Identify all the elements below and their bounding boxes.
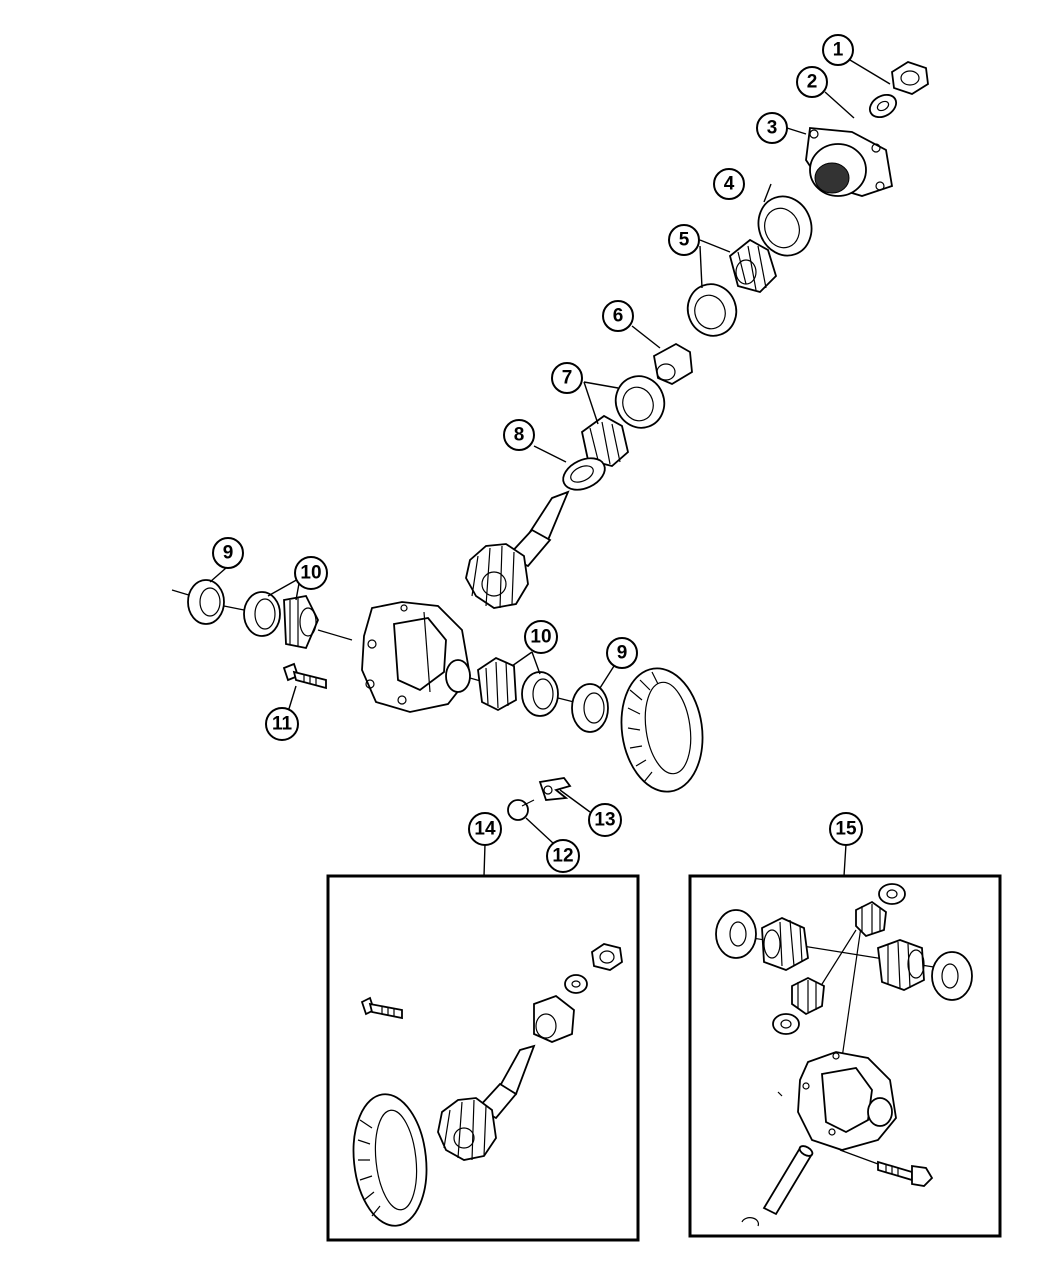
differential-case [361,601,471,713]
side-gear-washer-right [931,951,973,1001]
callout-14: 14 [468,812,502,846]
svg-text:2: 2 [807,72,818,93]
callout-9-right: 9 [606,637,638,669]
callout-8: 8 [503,419,535,451]
callout-6: 6 [602,300,634,332]
svg-text:10: 10 [530,627,551,648]
callout-3: 3 [756,112,788,144]
thrust-washer-bottom [772,1013,800,1035]
inset-differential-case-kit [688,874,1002,1238]
kit-bolt-15 [877,1160,934,1187]
svg-text:4: 4 [724,174,735,195]
callout-10-right: 10 [524,620,558,654]
callout-4: 4 [713,168,745,200]
thrust-washer-top [878,883,906,905]
side-gear-washer-left [715,909,757,959]
svg-text:7: 7 [562,368,573,389]
callout-2: 2 [796,66,828,98]
inset-ring-and-pinion-kit [326,874,640,1242]
pinion-mate-top [855,900,887,938]
svg-text:14: 14 [474,819,496,840]
pinion-shim [562,457,606,491]
left-adjuster [187,579,225,625]
pinion-seal [757,195,813,257]
svg-text:6: 6 [613,306,624,327]
kit-ring-gear [352,1093,428,1227]
side-gear-right [877,939,925,991]
svg-text:11: 11 [272,714,293,735]
svg-text:15: 15 [835,819,857,840]
pin-clip [538,777,572,801]
pinion-nut [891,61,929,95]
left-carrier-bearing [283,594,319,650]
kit-nut [591,943,623,971]
ring-gear-bolt [282,662,327,690]
svg-text:1: 1 [833,40,844,61]
kit-differential-case [797,1051,897,1151]
kit-bolt [360,996,403,1020]
svg-text:3: 3 [767,118,778,139]
callout-10-left: 10 [294,556,328,590]
svg-text:13: 13 [594,810,615,831]
callouts: 1 2 3 4 5 6 7 8 [212,34,863,873]
callout-5: 5 [668,224,700,256]
pinion-washer [868,93,898,119]
pinion-assembly [465,61,929,609]
right-bearing-cup [521,671,559,717]
retaining-clip [741,1217,760,1227]
ring-gear [620,667,704,793]
fill-plug [507,799,535,821]
callout-7: 7 [551,362,583,394]
outer-pinion-bearing [728,238,778,294]
pinion-gear [465,490,570,609]
right-carrier-bearing [477,656,517,712]
kit-pinion-gear [437,1044,536,1161]
pinion-shaft [762,1145,814,1216]
callout-11: 11 [265,707,299,741]
callout-13: 13 [588,803,622,837]
callout-12: 12 [546,839,580,873]
leader-lines [209,59,891,877]
callout-1: 1 [822,34,854,66]
svg-text:9: 9 [617,643,628,664]
inner-bearing-cup [614,375,666,429]
svg-text:9: 9 [223,543,234,564]
side-gear-left [761,917,809,971]
pinion-mate-bottom [791,976,825,1016]
right-adjuster [571,683,609,733]
callout-9-left: 9 [212,537,244,569]
svg-text:5: 5 [679,230,690,251]
callout-15: 15 [829,812,863,846]
outer-bearing-cup [686,283,738,337]
svg-text:12: 12 [552,846,573,867]
left-bearing-cup [243,591,281,637]
differential-assembly [171,579,704,821]
collapsible-spacer [652,342,693,386]
svg-text:10: 10 [300,563,321,584]
pinion-flange [805,127,894,197]
svg-text:8: 8 [514,425,525,446]
kit-bearing [533,994,575,1043]
kit-washer [564,974,588,994]
